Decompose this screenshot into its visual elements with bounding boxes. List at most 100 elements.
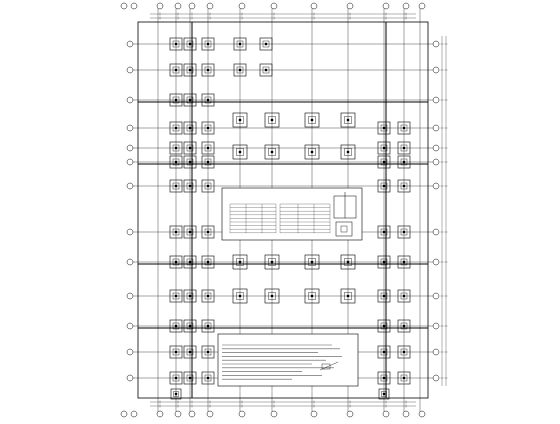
- footing-pedestal: [186, 124, 194, 132]
- footing-outline: [340, 288, 356, 304]
- footing-pedestal: [380, 348, 388, 356]
- footing-pedestal: [268, 116, 276, 124]
- axis-bubble: [206, 2, 214, 10]
- footing-outline: [304, 112, 320, 128]
- footing-pedestal: [172, 144, 180, 152]
- axis-bubble: [382, 410, 390, 418]
- axis-bubble: [432, 258, 440, 266]
- axis-bubble: [188, 2, 196, 10]
- footing-pedestal: [400, 124, 408, 132]
- column-mark: [206, 294, 210, 298]
- footing-pedestal: [186, 348, 194, 356]
- footing-pedestal: [186, 322, 194, 330]
- footing-group: [169, 37, 411, 400]
- footing-outline: [233, 63, 247, 77]
- footing-pedestal: [236, 292, 244, 300]
- column-mark: [270, 150, 274, 154]
- column-mark: [206, 350, 210, 354]
- footing-outline: [183, 155, 197, 169]
- footing-pedestal: [204, 258, 212, 266]
- footing-outline: [340, 144, 356, 160]
- footing-outline: [201, 155, 215, 169]
- footing-pedestal: [380, 258, 388, 266]
- axis-bubble: [126, 40, 134, 48]
- axis-bubble: [432, 158, 440, 166]
- footing-outline: [183, 63, 197, 77]
- axis-bubble: [310, 410, 318, 418]
- column-mark: [270, 260, 274, 264]
- footing-outline: [201, 289, 215, 303]
- column-mark: [238, 118, 242, 122]
- note-sketch-line: [319, 361, 339, 371]
- footing-pedestal: [186, 158, 194, 166]
- footing-outline: [232, 112, 248, 128]
- column-mark: [402, 376, 406, 380]
- footing-pedestal: [172, 292, 180, 300]
- building-outline: [137, 21, 429, 399]
- footing-outline: [397, 371, 411, 385]
- footing-pedestal: [204, 144, 212, 152]
- footing-pedestal: [172, 182, 180, 190]
- column-mark: [402, 146, 406, 150]
- column-mark: [174, 146, 178, 150]
- column-mark: [382, 160, 386, 164]
- footing-pedestal: [344, 292, 352, 300]
- footing-pedestal: [186, 144, 194, 152]
- column-mark: [310, 294, 314, 298]
- note-sketch-box: [321, 363, 331, 370]
- column-mark: [402, 324, 406, 328]
- footing-pedestal: [308, 148, 316, 156]
- column-mark: [188, 160, 192, 164]
- axis-bubble: [418, 410, 426, 418]
- footing-outline: [201, 225, 215, 239]
- footing-pedestal: [344, 258, 352, 266]
- axis-bubble: [238, 2, 246, 10]
- footing-outline: [232, 254, 248, 270]
- column-mark: [402, 160, 406, 164]
- detail-plan-box: [335, 221, 353, 237]
- footing-pedestal: [172, 374, 180, 382]
- axis-bubble: [126, 158, 134, 166]
- footing-outline: [397, 225, 411, 239]
- footing-pedestal: [344, 148, 352, 156]
- column-mark: [382, 350, 386, 354]
- axis-bubble: [126, 66, 134, 74]
- footing-pedestal: [204, 124, 212, 132]
- column-mark: [264, 42, 268, 46]
- footing-outline: [183, 93, 197, 107]
- column-mark: [206, 146, 210, 150]
- footing-pedestal: [204, 40, 212, 48]
- axis-bubble: [126, 182, 134, 190]
- column-mark: [174, 376, 178, 380]
- column-mark: [206, 324, 210, 328]
- footing-outline: [232, 288, 248, 304]
- column-mark: [188, 42, 192, 46]
- general-notes-box: [217, 333, 359, 387]
- column-mark: [174, 184, 178, 188]
- axis-bubble: [310, 2, 318, 10]
- column-mark: [188, 376, 192, 380]
- footing-outline: [169, 121, 183, 135]
- footing-pedestal: [400, 292, 408, 300]
- axis-bubble: [126, 124, 134, 132]
- footing-outline: [264, 254, 280, 270]
- footing-outline: [377, 371, 391, 385]
- axis-bubble: [432, 348, 440, 356]
- column-mark: [382, 294, 386, 298]
- footing-pedestal: [308, 292, 316, 300]
- axis-bubble: [120, 2, 128, 10]
- footing-pedestal: [172, 66, 180, 74]
- footing-outline: [397, 255, 411, 269]
- footing-pedestal: [400, 322, 408, 330]
- column-mark: [382, 260, 386, 264]
- column-mark: [402, 184, 406, 188]
- footing-pedestal: [268, 258, 276, 266]
- footing-pedestal: [236, 40, 244, 48]
- footing-pedestal: [173, 391, 179, 397]
- axis-bubble: [238, 410, 246, 418]
- footing-outline: [183, 225, 197, 239]
- footing-pedestal: [400, 182, 408, 190]
- footing-outline: [183, 141, 197, 155]
- footing-outline: [259, 37, 273, 51]
